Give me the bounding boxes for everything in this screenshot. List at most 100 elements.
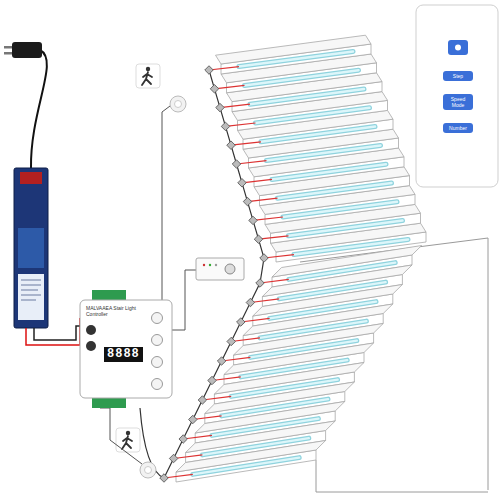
led-dot bbox=[215, 264, 217, 266]
led-strip bbox=[245, 70, 359, 85]
led-strip bbox=[267, 145, 381, 160]
led-strip bbox=[193, 458, 299, 475]
stair-steps bbox=[140, 35, 426, 482]
led-wire bbox=[222, 357, 251, 361]
terminal-block bbox=[20, 172, 42, 184]
button-label: Number bbox=[444, 125, 472, 131]
person-icon bbox=[146, 67, 150, 71]
wire-connector bbox=[217, 357, 225, 365]
plug-pin bbox=[4, 52, 12, 55]
power-cord bbox=[31, 50, 47, 168]
led-strip bbox=[283, 202, 397, 217]
led-strip bbox=[261, 127, 375, 142]
led-wire bbox=[209, 67, 239, 70]
sensor-wire bbox=[100, 408, 142, 464]
led-wire bbox=[174, 455, 203, 459]
dc-wire bbox=[34, 326, 80, 340]
led-wire bbox=[250, 299, 279, 303]
led-wire bbox=[164, 474, 193, 478]
led-wire bbox=[231, 142, 261, 145]
power-symbol bbox=[455, 45, 461, 51]
controller-button bbox=[152, 379, 163, 390]
sensor-wire bbox=[162, 106, 170, 300]
led-strip bbox=[278, 183, 392, 198]
led-strip bbox=[261, 127, 375, 142]
wire-connector bbox=[227, 337, 235, 345]
terminal-block bbox=[92, 290, 126, 301]
supply-vent bbox=[18, 228, 44, 268]
terminal-block bbox=[92, 397, 126, 408]
led-strip bbox=[283, 202, 397, 217]
controller-button bbox=[152, 335, 163, 346]
supply-label-lines bbox=[21, 280, 41, 300]
wire-connector bbox=[205, 66, 213, 74]
controller-title: MALVAAEA Stair Light Controller bbox=[86, 305, 148, 317]
led-strip bbox=[267, 145, 381, 160]
led-wire bbox=[253, 217, 283, 220]
led-strip bbox=[294, 239, 408, 254]
led-wire bbox=[237, 161, 267, 164]
motion-sensor-lens bbox=[145, 467, 152, 474]
button-label: Step bbox=[444, 73, 472, 79]
led-wire bbox=[183, 435, 212, 439]
led-strip bbox=[272, 164, 386, 179]
led-strip bbox=[239, 51, 353, 66]
controller-housing bbox=[80, 300, 172, 398]
led-strip bbox=[250, 89, 364, 104]
light-sensor-eye bbox=[225, 264, 235, 274]
controller-button bbox=[152, 313, 163, 324]
led-strip bbox=[294, 239, 408, 254]
wire-connector bbox=[216, 103, 224, 111]
power-plug bbox=[12, 42, 42, 58]
remote-body bbox=[416, 5, 498, 187]
wire-connector bbox=[210, 85, 218, 93]
motion-sensor bbox=[170, 96, 186, 112]
led-strip bbox=[239, 51, 353, 66]
led-wire bbox=[212, 377, 241, 381]
seven-segment-display: 8888 bbox=[104, 347, 143, 362]
wire-connector bbox=[260, 254, 268, 262]
wire-connector bbox=[243, 197, 251, 205]
controller-button bbox=[152, 357, 163, 368]
controller-box: MALVAAEA Stair Light Controller 8888 bbox=[80, 300, 172, 398]
led-wire bbox=[202, 396, 231, 400]
led-wire bbox=[248, 198, 278, 201]
controller-icon bbox=[86, 341, 96, 351]
wire-connector bbox=[237, 318, 245, 326]
wire-connector bbox=[160, 474, 168, 482]
remote-button: Speed Mode bbox=[443, 94, 473, 110]
wire-connector bbox=[246, 298, 254, 306]
person-icon bbox=[126, 431, 130, 435]
wire-connector bbox=[238, 179, 246, 187]
led-wire bbox=[226, 123, 256, 126]
motion-sensor bbox=[140, 462, 156, 478]
led-strip bbox=[250, 89, 364, 104]
wire-connector bbox=[256, 279, 264, 287]
led-strip bbox=[256, 108, 370, 123]
led-wire bbox=[259, 236, 289, 239]
plug-pin bbox=[4, 46, 12, 49]
person-icon bbox=[142, 72, 152, 85]
supply-label bbox=[18, 274, 44, 320]
remote-button: Number bbox=[443, 123, 473, 133]
dc-wire bbox=[26, 318, 80, 345]
led-wire bbox=[231, 338, 260, 342]
motion-sensor-lens bbox=[175, 101, 182, 108]
controller-icon bbox=[86, 325, 96, 335]
wire-connector bbox=[189, 415, 197, 423]
led-strip bbox=[289, 221, 403, 236]
led-dot bbox=[209, 264, 211, 266]
wire-connector bbox=[254, 235, 262, 243]
person-icon bbox=[122, 436, 132, 449]
led-wire bbox=[193, 416, 222, 420]
wire-connector bbox=[169, 454, 177, 462]
person-icon-box bbox=[136, 64, 160, 88]
led-wire bbox=[264, 255, 294, 258]
wire-connector bbox=[198, 396, 206, 404]
remote-button: Step bbox=[443, 71, 473, 81]
led-cable bbox=[140, 70, 264, 478]
light-sensor bbox=[196, 258, 244, 280]
wire-connector bbox=[249, 216, 257, 224]
power-supply bbox=[14, 168, 48, 328]
